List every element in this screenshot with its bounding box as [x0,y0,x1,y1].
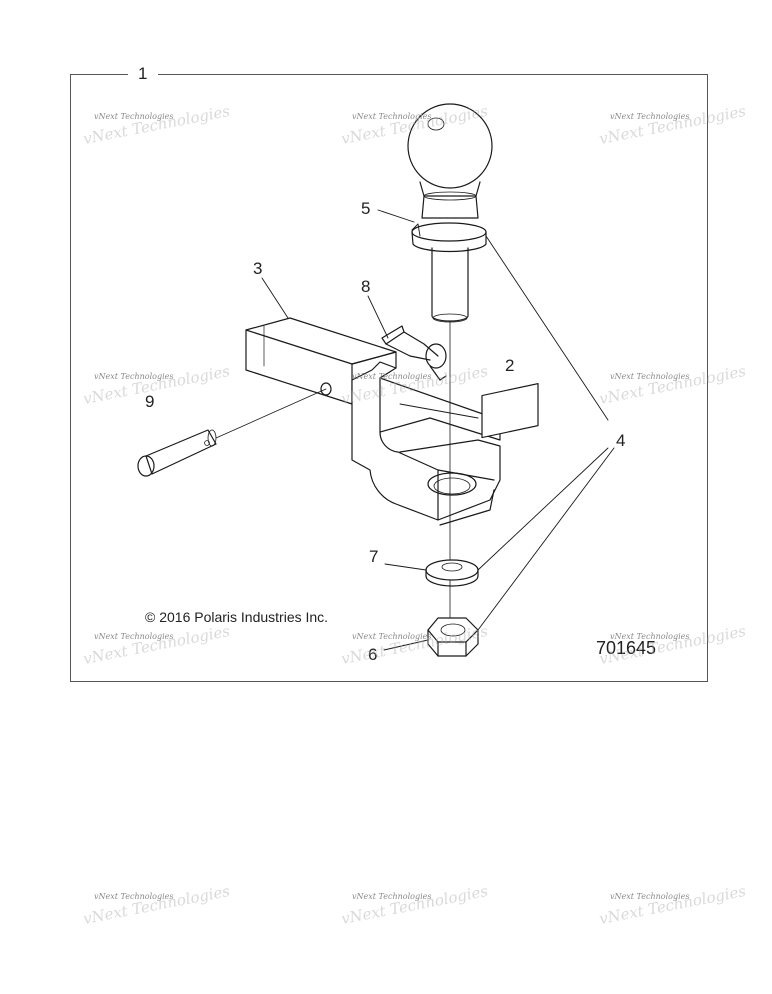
hex-nut [427,617,479,657]
callout-1-frame-label: 1 [138,64,148,83]
callout-4-hardware: 4 [616,431,626,450]
callout-5-lock-washer: 5 [361,199,371,218]
diagram-frame [70,74,708,682]
callout-9-pin: 9 [145,392,155,411]
flat-washer [425,559,479,587]
leader-lines [261,209,615,651]
ball-mount-drawbar [245,317,501,526]
callout-3-ball-mount: 3 [253,259,263,278]
lock-washer [411,222,487,253]
copyright-notice: © 2016 Polaris Industries Inc. [145,609,329,625]
drawing-number: 701645 [596,638,657,658]
hitch-ball [407,103,493,219]
callout-2-label-decal: 2 [505,356,515,375]
callout-6-nut: 6 [368,645,378,664]
callout-8-clip: 8 [361,277,371,296]
hitch-clip [381,325,447,381]
ball-shank [431,247,469,323]
hitch-pin [137,388,327,477]
callout-7-flat-washer: 7 [369,547,379,566]
frame-label-gap [128,66,158,82]
label-decal [481,383,539,439]
